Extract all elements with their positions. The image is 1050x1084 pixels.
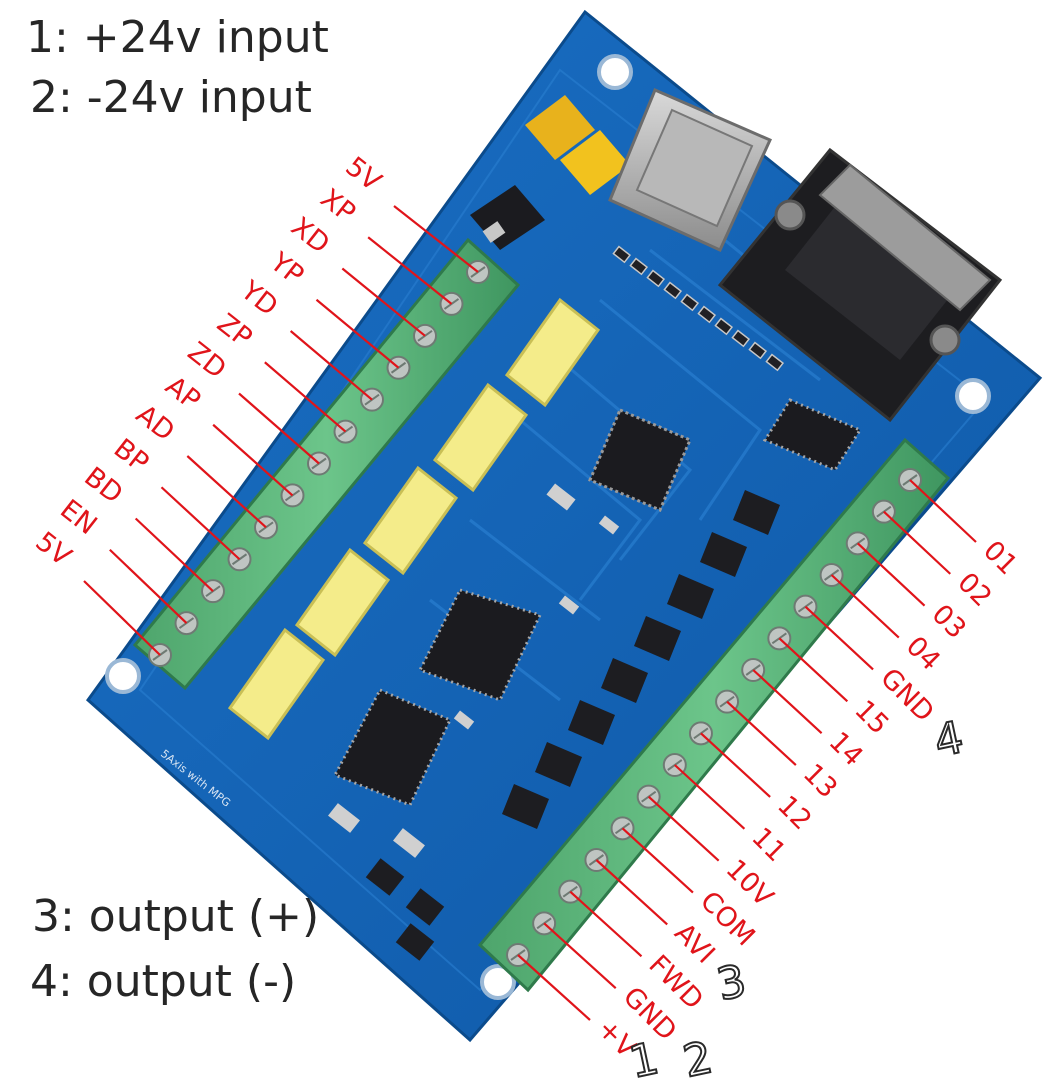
- leader-line: [517, 954, 591, 1021]
- left-pin-label-en: EN: [54, 494, 102, 541]
- leader-line: [160, 486, 241, 561]
- leader-line: [804, 605, 874, 671]
- leader-line: [674, 764, 746, 830]
- leader-line: [83, 580, 161, 656]
- leader-line: [909, 479, 977, 543]
- left-pin-label-5v: 5V: [340, 151, 388, 198]
- leader-line: [315, 298, 400, 369]
- leader-line: [883, 510, 952, 575]
- optocoupler-row: [502, 490, 780, 829]
- right-pin-label-12: 12: [771, 790, 817, 836]
- left-pin-label-ap: AP: [159, 370, 205, 416]
- leader-line: [212, 423, 294, 497]
- leader-line: [595, 859, 668, 926]
- db9-connector: [717, 147, 1003, 423]
- smd-component-row: [612, 245, 785, 372]
- logic-chips: [332, 398, 863, 807]
- leader-line: [856, 542, 926, 607]
- leader-line: [647, 795, 720, 862]
- mark-2: 2: [679, 1032, 717, 1080]
- mark-3: 3: [713, 955, 751, 1011]
- leader-line: [543, 922, 617, 989]
- leader-line: [393, 205, 479, 273]
- leader-line: [778, 637, 849, 703]
- leader-line: [289, 330, 373, 401]
- left-pin-label-5v: 5V: [30, 526, 78, 573]
- leader-line: [700, 732, 771, 798]
- right-pin-label-11: 11: [745, 822, 791, 868]
- leader-line: [186, 455, 267, 529]
- leader-line: [134, 517, 214, 592]
- usb-connector: [608, 88, 772, 252]
- left-pin-label-xp: XP: [314, 183, 360, 229]
- leader-line: [109, 548, 188, 624]
- legend-output-negative: 4: output (-): [30, 956, 297, 1007]
- legend-input-negative: 2: -24v input: [30, 72, 312, 123]
- left-pin-label-yp: YP: [264, 246, 310, 291]
- right-pin-label-02: 02: [951, 567, 997, 613]
- leader-line: [621, 827, 694, 894]
- right-pin-label-03: 03: [926, 599, 972, 645]
- leader-line: [238, 392, 320, 465]
- leader-line: [264, 361, 347, 433]
- mark-4: 4: [930, 712, 968, 768]
- yellow-headers: [227, 297, 601, 741]
- leader-line: [726, 700, 797, 766]
- mounting-holes: [105, 54, 991, 1000]
- right-pin-label-15: 15: [848, 694, 894, 740]
- leader-line: [752, 669, 823, 735]
- right-pin-label-01: 01: [977, 535, 1023, 581]
- right-pin-label-13: 13: [797, 758, 843, 804]
- legend-output-positive: 3: output (+): [32, 891, 320, 942]
- left-pin-label-zp: ZP: [211, 308, 257, 354]
- tantalum-capacitors: [525, 95, 630, 195]
- leader-line: [569, 890, 643, 958]
- left-pin-label-bp: BP: [108, 433, 155, 479]
- voltage-regulator: [470, 185, 545, 250]
- right-pin-label-14: 14: [823, 726, 869, 772]
- passive-components: [328, 483, 620, 858]
- leader-line: [367, 236, 453, 305]
- left-pin-label-yd: YD: [234, 275, 283, 323]
- leader-line: [830, 574, 900, 639]
- leader-line: [341, 267, 426, 337]
- legend-input-positive: 1: +24v input: [26, 12, 329, 63]
- right-pin-label-04: 04: [900, 631, 946, 677]
- mcu-chip: [588, 408, 692, 512]
- transistors: [365, 858, 445, 961]
